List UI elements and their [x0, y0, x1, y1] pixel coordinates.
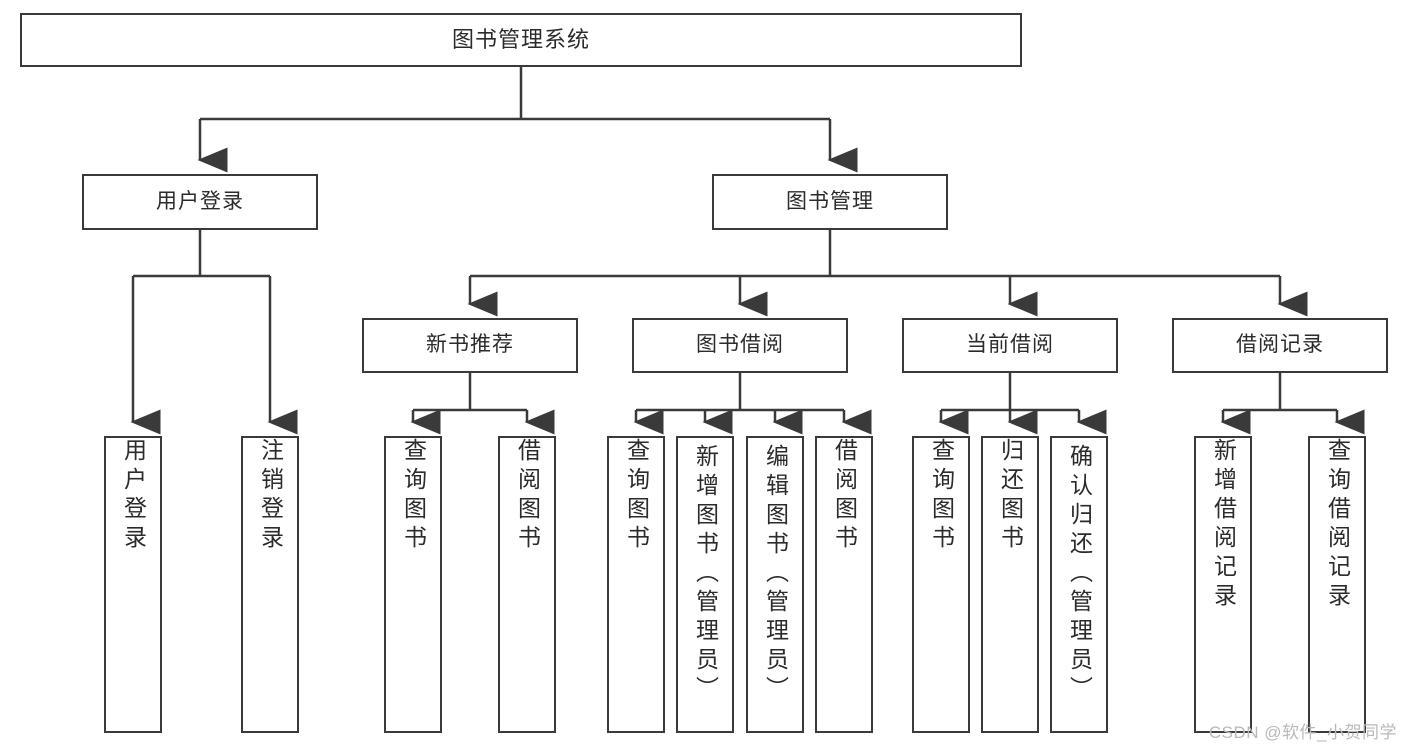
node-label: 查询图书: [400, 438, 427, 554]
leaf-query-book-recommend[interactable]: 查询图书: [384, 436, 442, 733]
watermark: CSDN @软件_小贺同学: [1208, 723, 1397, 742]
node-book-management[interactable]: 图书管理: [712, 174, 948, 230]
node-label: 新增借阅记录: [1210, 438, 1237, 612]
node-label: 借阅图书: [831, 438, 858, 554]
node-label: 归还图书: [997, 438, 1024, 554]
leaf-borrow-book-recommend[interactable]: 借阅图书: [498, 436, 556, 733]
node-current-borrow[interactable]: 当前借阅: [902, 318, 1118, 373]
node-label: 借阅图书: [514, 438, 541, 554]
leaf-query-book-borrow[interactable]: 查询图书: [607, 436, 665, 733]
leaf-user-login[interactable]: 用户登录: [104, 436, 162, 733]
node-new-book-recommend[interactable]: 新书推荐: [362, 318, 578, 373]
node-borrow-record[interactable]: 借阅记录: [1172, 318, 1388, 373]
leaf-logout[interactable]: 注销登录: [241, 436, 299, 733]
node-label: 图书借阅: [696, 333, 784, 357]
node-label: 查询图书: [623, 438, 650, 554]
node-label: 图书管理: [786, 189, 874, 213]
leaf-add-borrow-record[interactable]: 新增借阅记录: [1194, 436, 1252, 733]
node-label: 图书管理系统: [451, 27, 590, 53]
node-label: 当前借阅: [966, 333, 1054, 357]
node-label: 编辑图书（管理员）: [762, 444, 789, 705]
leaf-edit-book-admin[interactable]: 编辑图书（管理员）: [746, 436, 804, 733]
node-label: 确认归还（管理员）: [1066, 444, 1093, 705]
node-label: 用户登录: [156, 189, 244, 213]
node-label: 查询图书: [928, 438, 955, 554]
node-label: 借阅记录: [1236, 333, 1324, 357]
node-book-borrow[interactable]: 图书借阅: [632, 318, 848, 373]
leaf-borrow-book[interactable]: 借阅图书: [815, 436, 873, 733]
leaf-query-borrow-record[interactable]: 查询借阅记录: [1308, 436, 1366, 733]
leaf-confirm-return-admin[interactable]: 确认归还（管理员）: [1050, 436, 1108, 733]
node-label: 注销登录: [257, 438, 284, 554]
node-label: 查询借阅记录: [1324, 438, 1351, 612]
leaf-add-book-admin[interactable]: 新增图书（管理员）: [676, 436, 734, 733]
node-label: 用户登录: [120, 438, 147, 554]
node-user-login[interactable]: 用户登录: [82, 174, 318, 230]
node-label: 新书推荐: [426, 333, 514, 357]
node-root-system[interactable]: 图书管理系统: [20, 13, 1022, 67]
leaf-return-book[interactable]: 归还图书: [981, 436, 1039, 733]
leaf-query-book-current[interactable]: 查询图书: [912, 436, 970, 733]
node-label: 新增图书（管理员）: [692, 444, 719, 705]
